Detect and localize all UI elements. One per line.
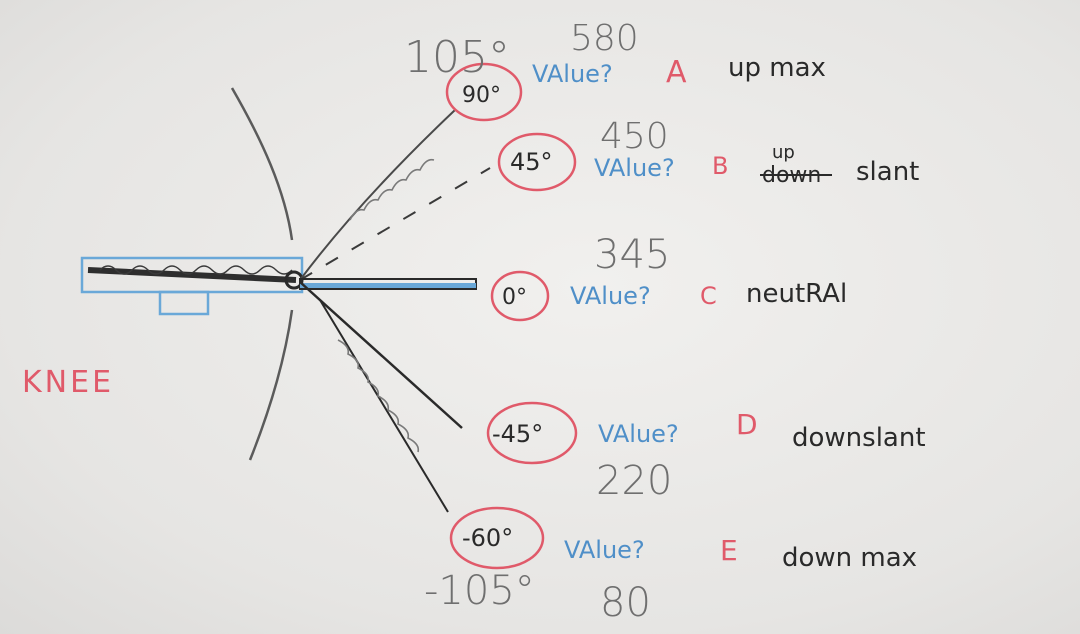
neutral-description: neutRAl	[746, 279, 847, 309]
down-slant-angle: -45°	[492, 420, 543, 448]
line-up-slant	[299, 167, 491, 281]
up-slant-value-prompt: VAlue?	[594, 154, 675, 182]
up-max-value-prompt: VAlue?	[532, 60, 613, 88]
line-neutral-fill	[300, 283, 476, 288]
limb-spring	[87, 267, 297, 283]
up-max-letter: A	[666, 55, 687, 90]
up-slant-correction: up	[772, 142, 795, 163]
circle-down-slant	[486, 401, 578, 465]
down-max-pencil-angle: -105°	[424, 568, 535, 614]
up-slant-description: slant	[856, 157, 919, 187]
down-max-angle: -60°	[462, 524, 513, 552]
up-slant-pencil-value: 450	[600, 116, 669, 157]
line-up-max-squiggle	[349, 158, 435, 221]
circle-neutral	[490, 270, 550, 322]
neutral-pencil-value: 345	[594, 232, 670, 278]
line-down-max-squiggle	[337, 339, 420, 453]
up-slant-letter: B	[712, 152, 728, 180]
neutral-angle: 0°	[502, 285, 527, 310]
neutral-value-prompt: VAlue?	[570, 282, 651, 310]
circle-down-max	[449, 506, 545, 570]
down-max-letter: E	[720, 534, 738, 567]
down-slant-pencil-value: 220	[596, 458, 672, 504]
down-max-value-prompt: VAlue?	[564, 536, 645, 564]
down-slant-letter: D	[736, 408, 758, 441]
down-max-description: down max	[782, 543, 917, 573]
line-down-slant	[299, 281, 463, 429]
circle-up-slant	[497, 132, 577, 192]
down-slant-description: downslant	[792, 423, 926, 453]
up-slant-angle: 45°	[510, 148, 553, 176]
up-max-pencil-value: 580	[570, 18, 639, 59]
neutral-letter: C	[700, 282, 717, 310]
line-up-max	[299, 109, 456, 281]
down-slant-value-prompt: VAlue?	[598, 420, 679, 448]
down-max-pencil-value: 80	[600, 580, 651, 626]
knee-lower-arc	[248, 309, 294, 461]
up-max-angle: 90°	[462, 83, 501, 108]
up-max-description: up max	[728, 53, 826, 83]
knee-label: KNEE	[22, 365, 114, 400]
circle-up-max	[445, 62, 523, 122]
line-down-max	[319, 299, 449, 513]
limb-tab	[158, 290, 210, 316]
up-max-pencil-angle: 105°	[404, 32, 510, 83]
limb-spring-coils	[99, 265, 293, 275]
knee-upper-arc	[230, 87, 294, 241]
